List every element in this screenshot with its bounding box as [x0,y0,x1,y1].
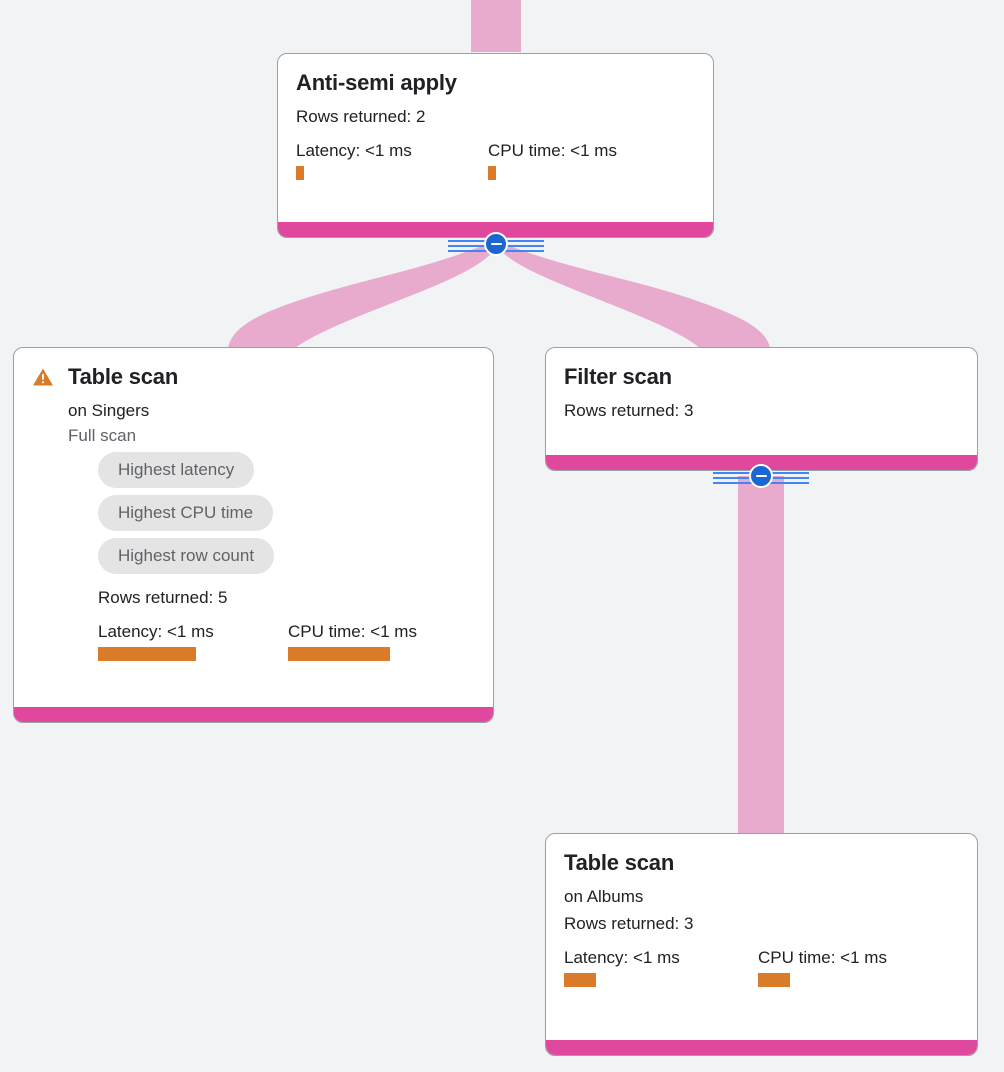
rows-returned: Rows returned: 5 [98,588,228,607]
edge-filterscan-to-table-scan-albums [738,476,784,836]
node-chips: Highest latency Highest CPU time Highest… [98,452,475,581]
node-footer-bar [546,455,977,470]
chip-highest-latency[interactable]: Highest latency [98,452,255,488]
metric-latency-label: Latency: <1 ms [98,622,214,641]
metric-cpu-time-label: CPU time: <1 ms [758,948,887,967]
metric-latency-label: Latency: <1 ms [564,948,680,967]
metric-latency-bar [296,166,304,180]
rows-returned: Rows returned: 3 [564,914,694,933]
metric-latency-bar [98,647,196,661]
chip-highest-cpu-time[interactable]: Highest CPU time [98,495,274,531]
node-metrics: Latency: <1 ms CPU time: <1 ms [296,140,695,180]
node-scan-type: Full scan [68,426,137,445]
node-table-scan-singers[interactable]: Table scan on Singers Full scan Highest … [13,347,494,723]
node-target: on Singers [68,401,150,420]
metric-latency: Latency: <1 ms [564,947,758,987]
node-title: Table scan [564,850,675,875]
edge-inbound-stub [471,0,521,52]
metric-cpu-time-bar [288,647,390,661]
node-metrics: Latency: <1 ms CPU time: <1 ms [98,621,475,661]
warning-triangle-icon [33,368,53,386]
rows-returned: Rows returned: 2 [296,107,426,126]
node-title: Table scan [68,364,179,389]
metric-latency: Latency: <1 ms [296,140,488,180]
node-title-row: Anti-semi apply [296,70,695,96]
metric-latency-label: Latency: <1 ms [296,141,412,160]
node-target: on Albums [564,887,644,906]
toggle-collapse-filter-scan[interactable] [713,463,809,489]
metric-latency-bar [564,973,596,987]
node-body: Filter scan Rows returned: 3 [546,348,977,455]
node-filter-scan[interactable]: Filter scan Rows returned: 3 [545,347,978,471]
metric-cpu-time: CPU time: <1 ms [488,140,617,180]
metric-cpu-time-label: CPU time: <1 ms [488,141,617,160]
node-metrics: Latency: <1 ms CPU time: <1 ms [564,947,959,987]
metric-cpu-time-bar [758,973,790,987]
edge-antisemi-to-filter-scan [499,243,770,348]
node-body: Table scan on Albums Rows returned: 3 La… [546,834,977,1040]
collapse-minus-icon[interactable] [749,464,773,488]
node-title: Anti-semi apply [296,70,457,95]
chip-row: Highest row count [98,538,475,581]
node-footer-bar [14,707,493,722]
rows-returned: Rows returned: 3 [564,401,694,420]
node-footer-bar [546,1040,977,1055]
edge-antisemi-to-table-scan-singers [228,243,496,348]
node-title-row: Filter scan [564,364,959,390]
node-table-scan-albums[interactable]: Table scan on Albums Rows returned: 3 La… [545,833,978,1056]
chip-row: Highest latency [98,452,475,495]
node-title: Filter scan [564,364,672,389]
node-title-row: Table scan [564,850,959,876]
toggle-collapse-anti-semi-apply[interactable] [448,231,544,257]
metric-cpu-time-bar [488,166,496,180]
node-footer-bar [278,222,713,237]
metric-cpu-time-label: CPU time: <1 ms [288,622,417,641]
node-title-row: Table scan [32,364,475,390]
metric-cpu-time: CPU time: <1 ms [758,947,887,987]
node-body: Table scan on Singers Full scan Highest … [14,348,493,707]
node-anti-semi-apply[interactable]: Anti-semi apply Rows returned: 2 Latency… [277,53,714,238]
collapse-minus-icon[interactable] [484,232,508,256]
metric-cpu-time: CPU time: <1 ms [288,621,417,661]
chip-row: Highest CPU time [98,495,475,538]
metric-latency: Latency: <1 ms [98,621,288,661]
node-body: Anti-semi apply Rows returned: 2 Latency… [278,54,713,222]
chip-highest-row-count[interactable]: Highest row count [98,538,275,574]
